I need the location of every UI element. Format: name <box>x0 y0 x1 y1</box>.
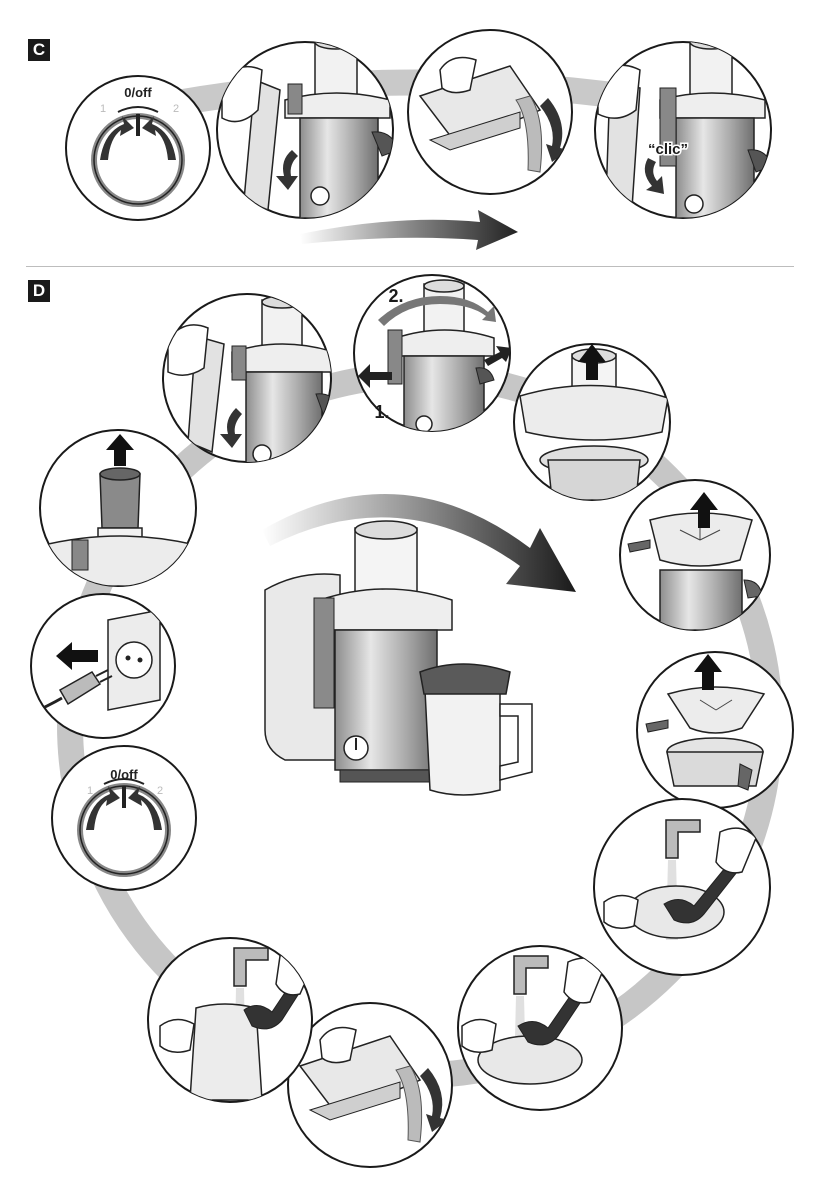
step-d1-open-clamp <box>163 294 340 468</box>
step-c4-close-clamp: “clic” <box>595 35 772 218</box>
hand-icon <box>276 952 314 995</box>
step-d7-clean-basket <box>458 946 622 1110</box>
hand-icon <box>604 895 638 928</box>
hand-icon <box>440 58 476 93</box>
dial-pos1-label: 1 <box>87 785 93 797</box>
dial-pos2-label: 2 <box>157 785 163 797</box>
step-c3-empty-pulp <box>408 30 572 194</box>
hand-icon <box>320 1028 356 1063</box>
step-d9-clean-lid <box>148 938 314 1102</box>
step-c1-dial-off: 0/off 1 2 <box>66 76 210 220</box>
hand-icon <box>160 1019 194 1052</box>
step-d5-remove-basket <box>637 652 793 808</box>
step-order-1: 1. <box>374 402 389 422</box>
dial-off-label: 0/off <box>110 767 138 782</box>
dial-off-label: 0/off <box>124 85 152 100</box>
step-d4-remove-filter <box>620 480 770 630</box>
step-d3-remove-lid <box>514 344 670 500</box>
jug <box>425 690 500 795</box>
juicer-icon <box>265 521 532 795</box>
step-order-2: 2. <box>388 286 403 306</box>
hand-icon <box>168 325 208 375</box>
step-d10-dial-off: 0/off 1 2 <box>52 746 196 890</box>
step-d2-release-clamps: 1. 2. <box>354 275 512 446</box>
step-d12-remove-pusher <box>40 430 200 586</box>
hand-icon <box>598 65 640 118</box>
click-sound-label: “clic” <box>648 141 688 158</box>
hand-icon <box>462 1019 496 1052</box>
section-c-direction-arrow-icon <box>300 210 518 250</box>
step-c2-open-clamp <box>217 35 398 218</box>
dial-pos1-label: 1 <box>100 103 106 115</box>
step-d6-clean-filter <box>594 799 770 975</box>
step-d11-unplug <box>30 594 175 738</box>
dial-pos2-label: 2 <box>173 103 179 115</box>
